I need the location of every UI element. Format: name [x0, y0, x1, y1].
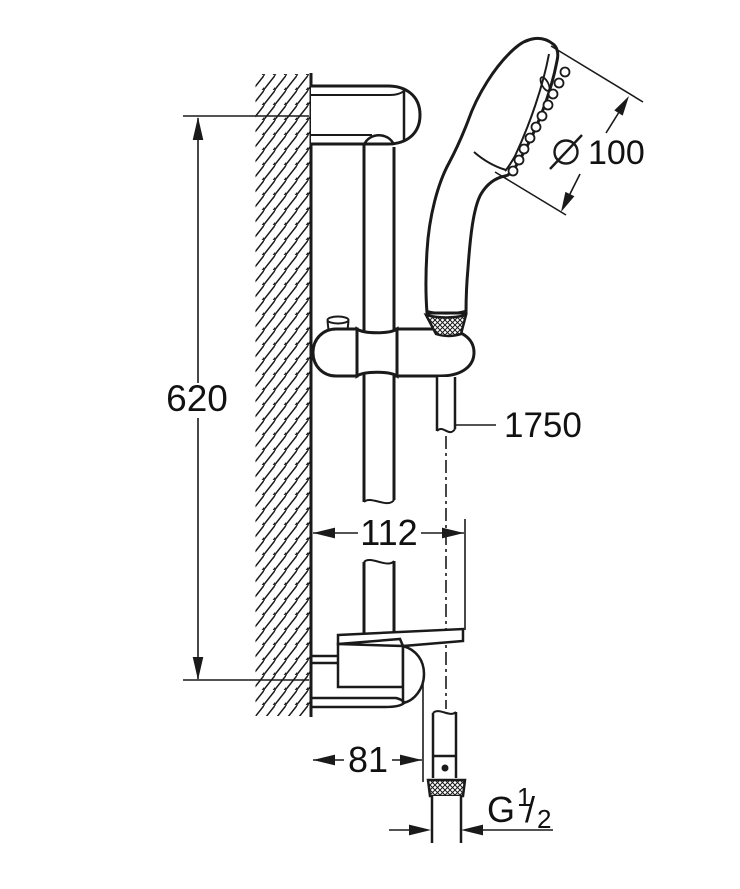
glide-body-cap: [401, 644, 426, 705]
diameter-slash: [549, 134, 583, 170]
thread-denominator: 2: [537, 804, 551, 834]
nozzle-icon: [513, 154, 525, 166]
rail-slider: [311, 315, 476, 379]
diameter-symbol: [549, 134, 583, 170]
neck-seam: [473, 151, 507, 171]
shower-rail: [362, 144, 396, 642]
arrow-down-left-icon: [561, 191, 575, 212]
rail-top-collar: [362, 134, 396, 146]
arrow-right-icon: [409, 824, 431, 836]
cone-seam: [425, 309, 467, 315]
nozzle-icon: [507, 165, 519, 177]
dimension-hose-length: 1750: [456, 406, 582, 445]
arrow-up-icon: [192, 117, 204, 140]
arrow-left-icon: [313, 754, 335, 766]
connector-knurled-nut: [426, 778, 467, 798]
slider-middle-section: [355, 326, 399, 379]
nozzle-icon: [553, 77, 565, 89]
mount-foot-lower: [311, 702, 405, 709]
wall-hatching: [255, 74, 311, 716]
hose-fill: [437, 377, 455, 428]
arrow-left-icon: [461, 824, 483, 836]
faceplate-slot: [539, 76, 551, 92]
wall: [255, 73, 313, 717]
shower-hose-upper: [435, 377, 457, 434]
nozzle-icon: [542, 99, 554, 111]
arrow-shaft-upper: [605, 112, 620, 134]
rail-break-lower: [363, 559, 395, 565]
nozzle-icon: [524, 132, 536, 144]
arrow-shaft-lower: [569, 173, 581, 195]
hand-shower-outline: [424, 36, 560, 315]
rail-height-label: 620: [166, 378, 228, 419]
hose-break: [436, 428, 456, 434]
connector-break: [432, 710, 457, 715]
wall-to-rim-label: 112: [360, 512, 417, 553]
top-bracket: [311, 84, 422, 146]
hose-length-label: 1750: [504, 406, 582, 445]
nozzle-icon: [536, 110, 548, 122]
extension-line-bottom: [494, 171, 567, 216]
thread-label: G: [487, 789, 515, 830]
handle-knurled-nut: [423, 313, 468, 338]
nozzle-icon: [547, 88, 559, 100]
arrow-up-right-icon: [614, 96, 629, 116]
glide-body: [336, 642, 405, 689]
diameter-circle: [553, 139, 579, 165]
dimension-rail-height: 620: [166, 115, 309, 681]
head-diameter-label: 100: [588, 134, 645, 172]
arrow-right-icon: [400, 754, 422, 766]
arrow-left-icon: [313, 527, 335, 539]
slider-left-section: [311, 327, 359, 378]
dimension-head-diameter: 100: [494, 45, 645, 216]
nozzle-icon: [530, 121, 542, 133]
nut-knurling: [423, 313, 468, 338]
bottom-bracket: [311, 519, 466, 782]
bracket-outline: [311, 84, 422, 146]
rail-break-upper: [363, 499, 395, 505]
connector-detent: [441, 764, 449, 772]
nut-knurling: [426, 778, 467, 798]
knob-top: [326, 315, 350, 325]
thread-slash: /: [525, 789, 535, 830]
nozzle-icon: [559, 66, 571, 78]
hand-shower: [423, 36, 571, 338]
knob-side-left: [326, 320, 330, 331]
connector-fill: [433, 711, 456, 778]
slider-lock-knob: [326, 315, 350, 331]
arrow-right-icon: [442, 527, 464, 539]
dimension-wall-to-rim: 112: [313, 512, 464, 553]
faceplate-seam: [504, 53, 550, 172]
dimension-thread: G 1 / 2: [389, 782, 553, 836]
thread-numerator: 1: [517, 782, 531, 812]
arrow-down-icon: [192, 657, 204, 680]
hose-connector: [426, 710, 467, 843]
slider-right-section: [395, 327, 476, 378]
mount-foot-upper: [311, 696, 405, 703]
extension-line-top: [550, 45, 644, 103]
wall-to-body-label: 81: [348, 739, 388, 780]
nozzle-icon: [518, 143, 530, 155]
dimension-wall-to-body: 81: [313, 739, 422, 780]
hose-fill: [432, 796, 461, 843]
spray-nozzles: [507, 66, 571, 177]
